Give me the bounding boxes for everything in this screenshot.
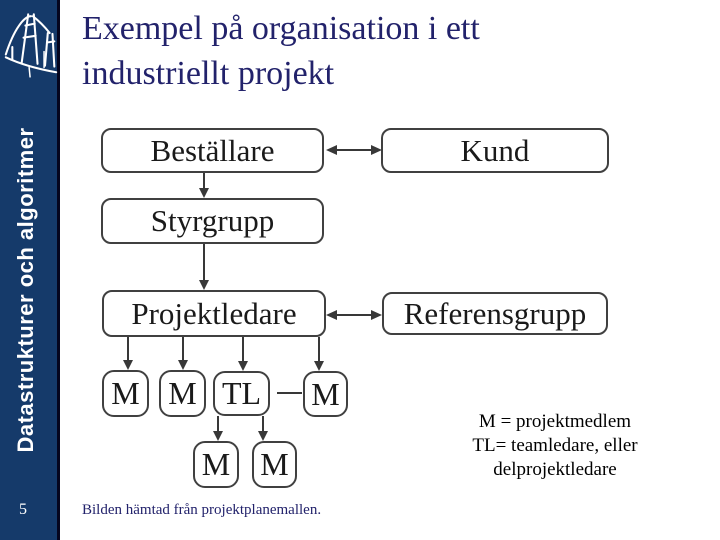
org-box-member-5: M [252,441,297,488]
bridge-logo-icon [4,13,58,78]
sidebar-course-title: Datastrukturer och algoritmer [13,127,38,453]
org-box-member-1: M [102,370,149,417]
arrowhead-down-icon [178,360,188,370]
org-box-member-2: M [159,370,206,417]
arrowhead-down-icon [123,360,133,370]
connector-bestallare-styrgrupp [203,173,205,190]
connector-tl-m3 [277,392,302,394]
org-box-teamleader: TL [213,371,270,416]
connector-projektledare-referensgrupp [336,314,372,316]
org-box-member-4: M [193,441,239,488]
org-box-member-3: M [303,371,348,417]
arrowhead-down-icon [238,361,248,371]
org-box-kund: Kund [381,128,609,173]
connector-tl-m4 [217,416,219,432]
footer-note: Bilden hämtad från projektplanemallen. [82,502,322,518]
arrowhead-down-icon [213,431,223,441]
legend: M = projektmedlem TL= teamledare, eller … [445,410,665,482]
arrowhead-down-icon [199,280,209,290]
org-box-bestallare: Beställare [101,128,324,173]
org-box-styrgrupp: Styrgrupp [101,198,324,244]
connector-projektledare-m3 [318,337,320,362]
connector-projektledare-m1 [127,337,129,361]
slide-title-line2: industriellt projekt [82,55,335,92]
connector-projektledare-tl [242,337,244,362]
sidebar-band: Datastrukturer och algoritmer 5 [0,0,60,540]
page-number: 5 [19,501,27,518]
legend-line1: M = projektmedlem [478,411,632,432]
slide-title: Exempel på organisation i ett industriel… [82,6,682,96]
legend-line2: TL= teamledare, eller [472,435,638,456]
slide-title-line1: Exempel på organisation i ett [82,10,480,47]
connector-projektledare-m2 [182,337,184,361]
org-box-projektledare: Projektledare [102,290,326,337]
arrowhead-left-icon [326,145,337,155]
legend-line3: delprojektledare [493,459,617,480]
connector-bestallare-kund [336,149,372,151]
arrowhead-left-icon [326,310,337,320]
arrowhead-down-icon [314,361,324,371]
arrowhead-right-icon [371,145,382,155]
connector-styrgrupp-projektledare [203,244,205,281]
arrowhead-down-icon [199,188,209,198]
arrowhead-right-icon [371,310,382,320]
org-box-referensgrupp: Referensgrupp [382,292,608,335]
arrowhead-down-icon [258,431,268,441]
connector-tl-m5 [262,416,264,432]
